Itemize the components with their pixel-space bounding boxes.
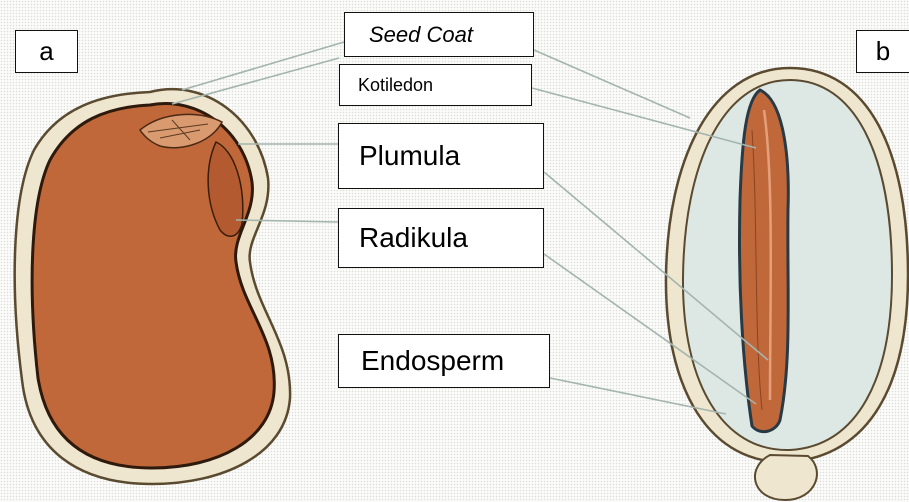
seed-b-root-tip [755, 455, 817, 500]
leader-seed-coat-b [534, 50, 690, 118]
seed-a-cotyledon [32, 104, 274, 468]
panel-label-b: b [856, 30, 909, 73]
label-kotiledon: Kotiledon [339, 64, 532, 106]
label-plumula: Plumula [338, 123, 544, 189]
seed-b-embryo [740, 90, 789, 432]
panel-label-a: a [15, 30, 78, 73]
label-seed-coat: Seed Coat [344, 12, 534, 57]
leader-kotiledon-a [172, 58, 339, 104]
label-radikula: Radikula [338, 208, 544, 268]
label-endosperm: Endosperm [338, 334, 550, 388]
seed-a [15, 89, 290, 484]
leader-seed-coat-a [182, 42, 344, 90]
